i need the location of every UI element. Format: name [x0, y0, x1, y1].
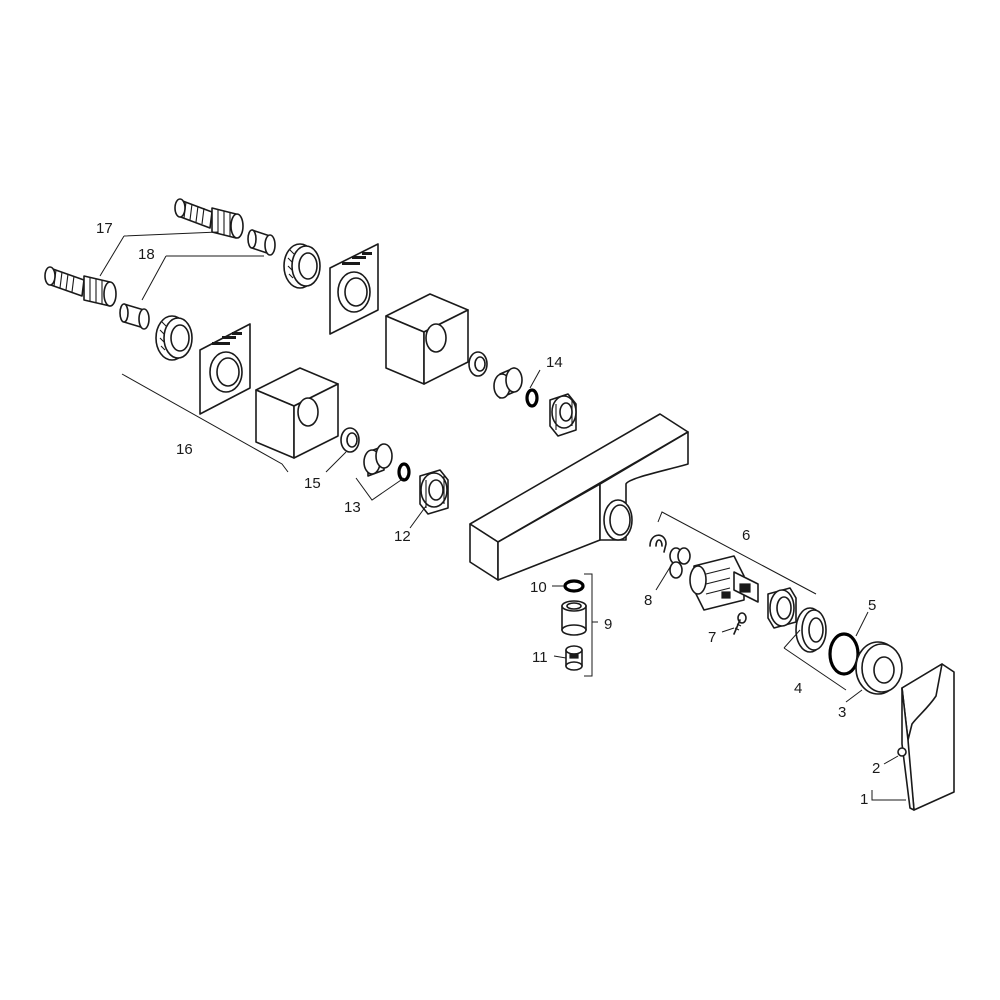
callout-17: 17 [96, 220, 113, 237]
leader-7 [721, 627, 735, 633]
leader-13 [355, 477, 405, 501]
callout-13: 13 [344, 499, 361, 516]
callout-14: 14 [546, 354, 563, 371]
upper-nipple [247, 229, 276, 256]
callout-2: 2 [872, 760, 880, 777]
leader-9 [584, 573, 598, 677]
cartridge-nut [767, 587, 797, 629]
callout-11: 11 [532, 649, 548, 666]
callout-1: 1 [860, 791, 868, 808]
leader-3 [845, 689, 863, 703]
retaining-clips [669, 547, 691, 579]
callout-12: 12 [394, 528, 411, 545]
cartridge-screw [733, 612, 747, 635]
leader-2 [883, 755, 899, 765]
upper-check-valve [493, 367, 523, 399]
grub-screw [897, 747, 907, 757]
callout-7: 7 [708, 629, 716, 646]
lower-o-ring [397, 462, 411, 482]
callout-15: 15 [304, 475, 321, 492]
upper-washer [468, 351, 488, 377]
aerator-insert [565, 645, 583, 671]
callout-3: 3 [838, 704, 846, 721]
upper-cover-rosette [385, 293, 469, 385]
lower-threaded-connector [44, 266, 117, 307]
callout-16: 16 [176, 441, 193, 458]
callout-6: 6 [742, 527, 750, 544]
leader-6 [657, 511, 817, 595]
callout-5: 5 [868, 597, 876, 614]
lower-washer [340, 427, 360, 453]
leader-11 [553, 655, 567, 659]
mixer-body [469, 413, 689, 581]
aerator-housing [561, 600, 587, 636]
leader-15 [325, 451, 347, 473]
cartridge [689, 555, 759, 611]
handle-o-ring [828, 632, 860, 676]
leader-17 [99, 231, 219, 277]
lower-nipple [119, 303, 150, 330]
leader-18 [141, 255, 264, 301]
lower-cover-rosette [255, 367, 339, 459]
callout-18: 18 [138, 246, 155, 263]
lower-cap-nut [419, 469, 449, 515]
callout-10: 10 [530, 579, 547, 596]
aerator-o-ring [563, 579, 585, 593]
sleeve-ring [795, 607, 827, 653]
leader-5 [855, 611, 869, 637]
upper-cap-nut [549, 393, 577, 437]
callout-9: 9 [604, 616, 612, 633]
leader-4 [783, 629, 847, 691]
upper-mounting-plate [329, 243, 379, 335]
callout-8: 8 [644, 592, 652, 609]
clip-spring [649, 534, 667, 553]
lever-handle [901, 663, 955, 811]
lower-check-valve [363, 443, 393, 477]
upper-o-ring [525, 388, 539, 408]
leader-12 [409, 505, 427, 529]
callout-4: 4 [794, 680, 802, 697]
lower-mounting-plate [199, 323, 251, 415]
leader-1 [871, 790, 906, 801]
leader-8 [655, 563, 673, 591]
upper-threaded-connector [174, 198, 244, 239]
upper-union-nut [283, 243, 321, 289]
leader-16 [121, 373, 289, 473]
handle-rosette [855, 641, 903, 695]
lower-union-nut [155, 315, 193, 361]
leader-14 [529, 369, 541, 389]
